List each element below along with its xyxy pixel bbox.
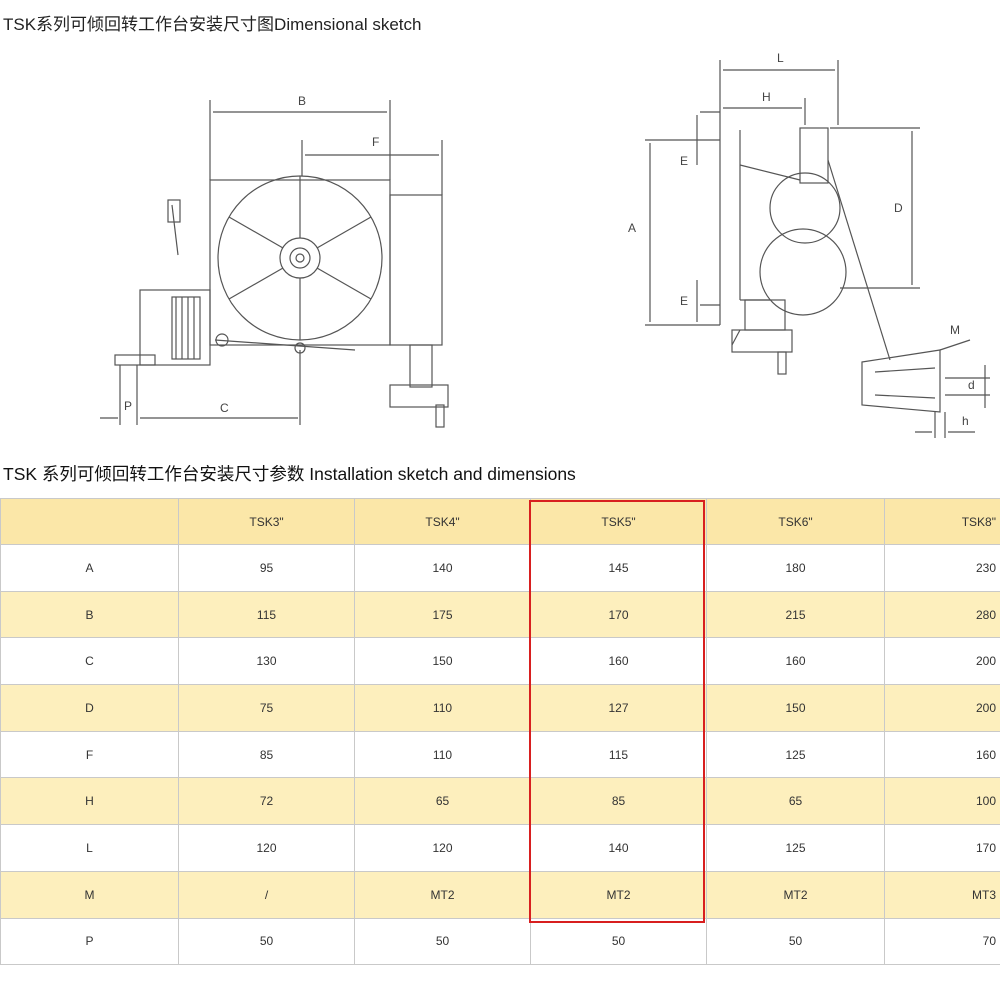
dim-label-D: D [894,201,903,215]
table-title: TSK 系列可倾回转工作台安装尺寸参数 Installation sketch … [3,464,576,484]
dim-label-C: C [220,401,229,415]
dim-label-E-top: E [680,154,688,168]
row-label: F [0,730,179,779]
table-cell: 120 [354,824,531,872]
table-cell: 110 [354,730,531,779]
table-cell: 50 [530,917,707,966]
table-cell: 200 [884,637,1000,686]
dimensional-sketch: B F C P L H E E A D M d h [100,51,990,438]
dim-label-d: d [968,378,975,392]
table-cell: 125 [706,824,885,872]
row-label: H [0,777,179,826]
dim-label-h: h [962,414,969,428]
table-cell: MT2 [706,870,885,919]
column-header: TSK3" [178,498,355,545]
table-row: C 130 150 160 160 200 [0,637,1000,686]
dim-label-A: A [628,221,636,235]
table-row: A 95 140 145 180 230 [0,544,1000,592]
table-row: F 85 110 115 125 160 [0,730,1000,779]
table-row: B 115 175 170 215 280 [0,590,1000,639]
column-header [0,498,179,545]
table-row: D 75 110 127 150 200 [0,684,1000,732]
row-label: L [0,824,179,872]
table-cell: 215 [706,590,885,639]
table-cell: 160 [706,637,885,686]
table-cell: 230 [884,544,1000,592]
table-cell: 280 [884,590,1000,639]
column-header: TSK6" [706,498,885,545]
table-cell: 85 [178,730,355,779]
table-cell: 180 [706,544,885,592]
table-cell: 100 [884,777,1000,826]
table-cell: 125 [706,730,885,779]
table-cell: 85 [530,777,707,826]
table-row: M / MT2 MT2 MT2 MT3 [0,870,1000,919]
table-cell: 50 [178,917,355,966]
table-row: L 120 120 140 125 170 [0,824,1000,872]
table-cell: 127 [530,684,707,732]
table-cell: 140 [354,544,531,592]
table-cell: 115 [178,590,355,639]
table-cell: 175 [354,590,531,639]
table-cell: / [178,870,355,919]
table-cell: 150 [706,684,885,732]
dim-label-L: L [777,51,784,65]
row-label: D [0,684,179,732]
table-cell: 130 [178,637,355,686]
dim-label-E-bottom: E [680,294,688,308]
table-header-row: TSK3" TSK4" TSK5" TSK6" TSK8" [0,498,1000,545]
table-cell: MT2 [354,870,531,919]
column-header: TSK8" [884,498,1000,545]
table-cell: 50 [354,917,531,966]
table-cell: 170 [530,590,707,639]
row-label: A [0,544,179,592]
dim-label-P: P [124,399,132,413]
table-cell: 65 [706,777,885,826]
dim-label-M: M [950,323,960,337]
row-label: B [0,590,179,639]
dimensions-table: TSK3" TSK4" TSK5" TSK6" TSK8" A 95 140 1… [0,498,1000,966]
column-header: TSK5" [530,498,707,545]
table-cell: 75 [178,684,355,732]
table-cell: 140 [530,824,707,872]
dim-label-H: H [762,90,771,104]
table-cell: 120 [178,824,355,872]
table-cell: 95 [178,544,355,592]
table-cell: 72 [178,777,355,826]
table-cell: 110 [354,684,531,732]
table-cell: 145 [530,544,707,592]
table-cell: 200 [884,684,1000,732]
dim-label-F: F [372,135,379,149]
column-header: TSK4" [354,498,531,545]
table-cell: 65 [354,777,531,826]
table-cell: 160 [884,730,1000,779]
table-cell: MT2 [530,870,707,919]
sketch-title: TSK系列可倾回转工作台安装尺寸图Dimensional sketch [3,15,422,34]
table-cell: 160 [530,637,707,686]
table-cell: 50 [706,917,885,966]
dim-label-B: B [298,94,306,108]
row-label: C [0,637,179,686]
table-cell: 170 [884,824,1000,872]
table-cell: 150 [354,637,531,686]
table-row: P 50 50 50 50 70 [0,917,1000,966]
table-row: H 72 65 85 65 100 [0,777,1000,826]
table-cell: 70 [884,917,1000,966]
table-cell: 115 [530,730,707,779]
table-cell: MT3 [884,870,1000,919]
row-label: P [0,917,179,966]
row-label: M [0,870,179,919]
